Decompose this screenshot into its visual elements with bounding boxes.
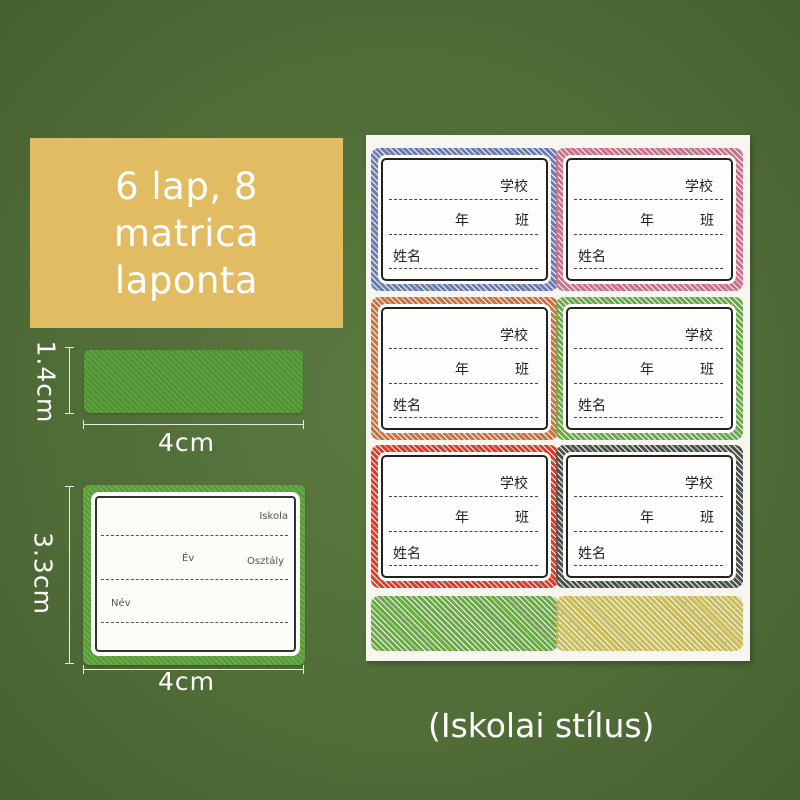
sticker-card: 学校年 班姓名: [563, 304, 736, 433]
sticker-card: 学校年 班姓名: [563, 155, 736, 284]
blank-strip-sticker: [556, 596, 743, 651]
sticker-class: 班: [515, 362, 529, 378]
sticker-class: 班: [515, 510, 529, 526]
dashed-line: [389, 565, 538, 566]
big-width-marker: [83, 665, 304, 674]
sticker-card: 学校年 班姓名: [378, 452, 551, 581]
name-sticker: 学校年 班姓名: [556, 148, 743, 291]
small-width-label: 4cm: [158, 428, 216, 457]
sticker-year: 年: [640, 362, 654, 378]
big-label-sample: Iskola Év Osztály Név: [83, 485, 305, 665]
dashed-line: [574, 383, 723, 384]
dashed-line: [101, 579, 288, 580]
sticker-year: 年: [640, 213, 654, 229]
sticker-year: 年: [455, 510, 469, 526]
sticker-card: 学校年 班姓名: [378, 304, 551, 433]
info-banner: 6 lap, 8 matrica laponta: [30, 138, 343, 328]
dashed-line: [574, 234, 723, 235]
dashed-line: [574, 496, 723, 497]
sticker-class: 班: [515, 213, 529, 229]
sticker-school: 学校: [685, 328, 713, 344]
dashed-line: [574, 268, 723, 269]
sticker-name: 姓名: [393, 546, 421, 562]
dashed-line: [389, 383, 538, 384]
label-school: Iskola: [259, 511, 288, 522]
dashed-line: [101, 535, 288, 536]
small-height-label: 1.4cm: [31, 340, 61, 424]
sticker-name: 姓名: [578, 249, 606, 265]
sticker-school: 学校: [500, 476, 528, 492]
name-sticker: 学校年 班姓名: [556, 297, 743, 440]
dashed-line: [389, 496, 538, 497]
big-label-card: Iskola Év Osztály Név: [91, 492, 300, 656]
sticker-sheet: 学校年班姓名学校年班姓名学校年班姓名学校年班姓名学校年班姓名学校年班姓名: [366, 135, 750, 661]
sticker-school: 学校: [500, 179, 528, 195]
sticker-name: 姓名: [393, 398, 421, 414]
dashed-line: [389, 531, 538, 532]
sticker-name: 姓名: [393, 249, 421, 265]
sticker-card: 学校年 班姓名: [563, 452, 736, 581]
label-name: Név: [111, 598, 131, 609]
sticker-year: 年: [455, 213, 469, 229]
small-height-marker: [65, 347, 74, 414]
label-year: Év: [182, 553, 195, 564]
small-strip-sample: [84, 350, 303, 413]
big-height-marker: [65, 486, 74, 664]
name-sticker: 学校年 班姓名: [371, 297, 558, 440]
dashed-line: [574, 531, 723, 532]
sticker-school: 学校: [685, 179, 713, 195]
dashed-line: [574, 348, 723, 349]
dashed-line: [101, 622, 288, 623]
dashed-line: [389, 348, 538, 349]
small-width-marker: [83, 420, 304, 429]
blank-strip-sticker: [371, 596, 558, 651]
name-sticker: 学校年 班姓名: [556, 445, 743, 588]
dashed-line: [574, 417, 723, 418]
banner-text: 6 lap, 8 matrica laponta: [113, 164, 260, 302]
name-sticker: 学校年 班姓名: [371, 445, 558, 588]
sticker-school: 学校: [685, 476, 713, 492]
sticker-school: 学校: [500, 328, 528, 344]
dashed-line: [389, 417, 538, 418]
sticker-name: 姓名: [578, 546, 606, 562]
sticker-card: 学校年 班姓名: [378, 155, 551, 284]
dashed-line: [574, 565, 723, 566]
sticker-year: 年: [640, 510, 654, 526]
sticker-name: 姓名: [578, 398, 606, 414]
big-width-label: 4cm: [158, 667, 216, 696]
dashed-line: [574, 199, 723, 200]
sticker-class: 班: [700, 510, 714, 526]
dashed-line: [389, 234, 538, 235]
dashed-line: [389, 199, 538, 200]
sticker-year: 年: [455, 362, 469, 378]
label-class: Osztály: [247, 556, 285, 567]
name-sticker: 学校年 班姓名: [371, 148, 558, 291]
style-caption: (Iskolai stílus): [428, 706, 655, 745]
dashed-line: [389, 268, 538, 269]
big-height-label: 3.3cm: [28, 532, 58, 615]
sticker-class: 班: [700, 362, 714, 378]
sticker-class: 班: [700, 213, 714, 229]
